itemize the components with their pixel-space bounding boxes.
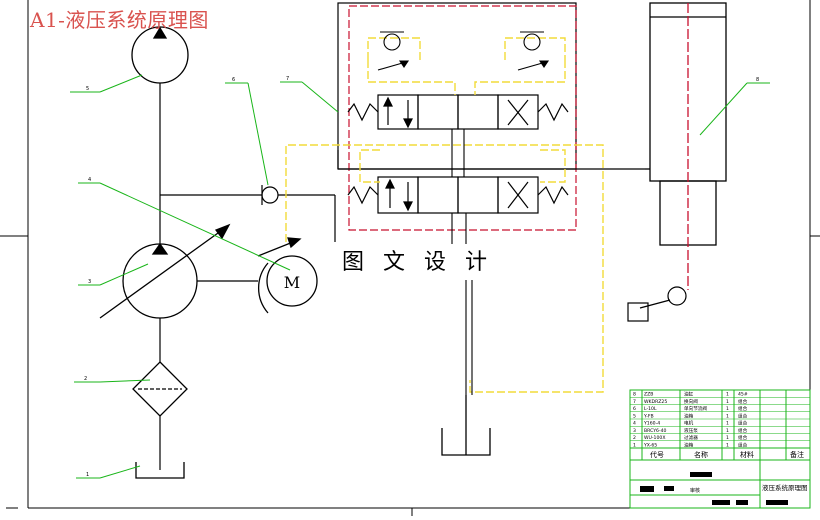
callout-5: 5 xyxy=(86,86,89,92)
title-block-redactions xyxy=(640,472,788,505)
tb-cell-qty: 1 xyxy=(726,428,729,434)
tb-cell-code: L-10L xyxy=(644,406,657,412)
valve-block xyxy=(337,2,645,231)
tb-cell-code: BRCY6-40 xyxy=(644,428,667,434)
tb-cell-qty: 1 xyxy=(726,435,729,441)
tank xyxy=(135,462,185,479)
tb-cell-name: 油箱 xyxy=(684,412,694,419)
tb-cell-name: 液压泵 xyxy=(684,427,698,434)
pilot-lines xyxy=(285,37,604,393)
tb-cell-no: 4 xyxy=(633,421,636,427)
tb-cell-qty: 1 xyxy=(726,421,729,427)
tb-cell-mat: 组合 xyxy=(738,420,748,427)
filter xyxy=(132,361,188,417)
tb-cell-mat: 45# xyxy=(738,392,748,398)
tb-cell-mat: 组合 xyxy=(738,441,748,448)
tb-cell-name: 油箱 xyxy=(684,441,694,448)
tb-cell-name: 换向阀 xyxy=(684,398,698,405)
roller-follower xyxy=(627,286,687,322)
callout-8: 8 xyxy=(756,77,759,83)
electric-motor xyxy=(257,237,318,314)
motor-label: M xyxy=(284,273,300,292)
variable-pump xyxy=(99,223,258,319)
tb-cell-qty: 1 xyxy=(726,406,729,412)
tb-cell-mat: 组合 xyxy=(738,405,748,412)
tb-drawing-name: 液压系统原理图 xyxy=(762,483,808,492)
tb-cell-mat: 组合 xyxy=(738,398,748,405)
callout-numbers: 5 6 7 4 3 2 1 8 xyxy=(84,76,759,478)
main-pressure-line xyxy=(159,83,336,470)
tb-cell-name: 单向节流阀 xyxy=(684,405,707,412)
tb-cell-code: WU-100X xyxy=(644,435,665,441)
tb-cell-name: 过滤器 xyxy=(684,434,698,441)
tb-cell-name: 电机 xyxy=(684,420,694,427)
tb-cell-no: 5 xyxy=(633,413,636,419)
leader-lines xyxy=(70,74,770,479)
tb-header-code: 代号 xyxy=(650,450,664,459)
valve-ports xyxy=(451,129,473,395)
tb-cell-no: 6 xyxy=(633,406,636,412)
tb-cell-code: WKDRZ25 xyxy=(644,399,667,405)
callout-3: 3 xyxy=(88,279,91,285)
return-tank xyxy=(441,395,491,456)
block-check-valves xyxy=(377,31,550,71)
tb-cell-code: ZZB xyxy=(644,392,653,398)
tb-cell-no: 2 xyxy=(633,435,636,441)
tb-cell-mat: 组合 xyxy=(738,434,748,441)
check-valve xyxy=(261,185,279,205)
hydraulic-cylinder xyxy=(645,2,727,290)
tb-cell-qty: 1 xyxy=(726,399,729,405)
tb-cell-no: 7 xyxy=(633,399,636,405)
tb-cell-qty: 1 xyxy=(726,442,729,448)
tb-cell-code: Y160-4 xyxy=(643,421,660,427)
callout-1: 1 xyxy=(86,472,89,478)
tb-extra-label: 审核 xyxy=(690,487,700,494)
tb-cell-qty: 1 xyxy=(726,413,729,419)
tb-header-name: 名称 xyxy=(694,450,708,459)
tb-cell-qty: 1 xyxy=(726,392,729,398)
tb-cell-mat: 组合 xyxy=(738,427,748,434)
tb-cell-no: 8 xyxy=(633,392,636,398)
tb-header-note: 备注 xyxy=(790,450,804,459)
title-block-header: 代号 名称 材料 备注 液压系统原理图 审核 xyxy=(650,450,808,494)
callout-7: 7 xyxy=(286,76,289,82)
directional-valve-upper xyxy=(347,94,569,130)
directional-valve-lower xyxy=(347,176,569,214)
tb-cell-no: 1 xyxy=(633,442,636,448)
page-title: A1-液压系统原理图 xyxy=(30,8,209,32)
tb-cell-code: Y-FB xyxy=(643,413,654,419)
callout-6: 6 xyxy=(232,77,235,83)
tb-cell-name: 油缸 xyxy=(684,391,694,398)
tb-cell-code: YX-65 xyxy=(643,442,657,448)
tb-cell-mat: 组合 xyxy=(738,412,748,419)
tb-header-mat: 材料 xyxy=(740,450,754,459)
callout-4: 4 xyxy=(88,177,91,183)
callout-2: 2 xyxy=(84,376,87,382)
watermark-text: 图 文 设 计 xyxy=(340,244,495,276)
tb-cell-no: 3 xyxy=(633,428,636,434)
tank-pump-top xyxy=(131,26,189,84)
